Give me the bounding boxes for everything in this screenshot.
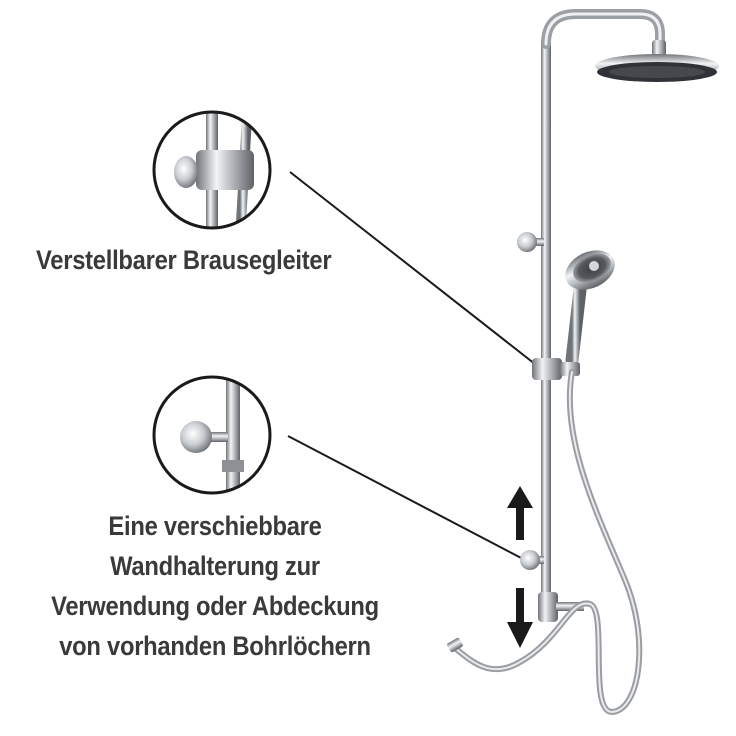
callout-line: Wandhalterung zur: [110, 551, 320, 581]
hand-shower: [565, 250, 615, 367]
callout-line: von vorhanden Bohrlöchern: [59, 631, 371, 661]
callout-label-slider: Verstellbarer Brausegleiter: [36, 245, 332, 275]
detail-circle-slider: [152, 110, 272, 230]
callout-label-wall-bracket: Eine verschiebbare Wandhalterung zur Ver…: [26, 506, 404, 666]
arrow-down-icon: [507, 588, 533, 648]
diverter: [538, 592, 584, 622]
upper-wall-bracket: [517, 232, 544, 252]
callout-line: Eine verschiebbare: [108, 511, 322, 541]
hose-connector: [447, 637, 463, 653]
leader-line-wall-bracket: [287, 435, 526, 561]
sliding-wall-bracket: [520, 550, 544, 570]
callout-line: Verwendung oder Abdeckung: [51, 591, 379, 621]
shower-slider: [532, 358, 580, 380]
leader-line-slider: [289, 171, 541, 369]
arrow-up-icon: [507, 486, 533, 540]
detail-circle-wall-bracket: [152, 375, 272, 495]
riser-pipe: [541, 9, 666, 610]
rain-shower-head: [595, 54, 719, 82]
